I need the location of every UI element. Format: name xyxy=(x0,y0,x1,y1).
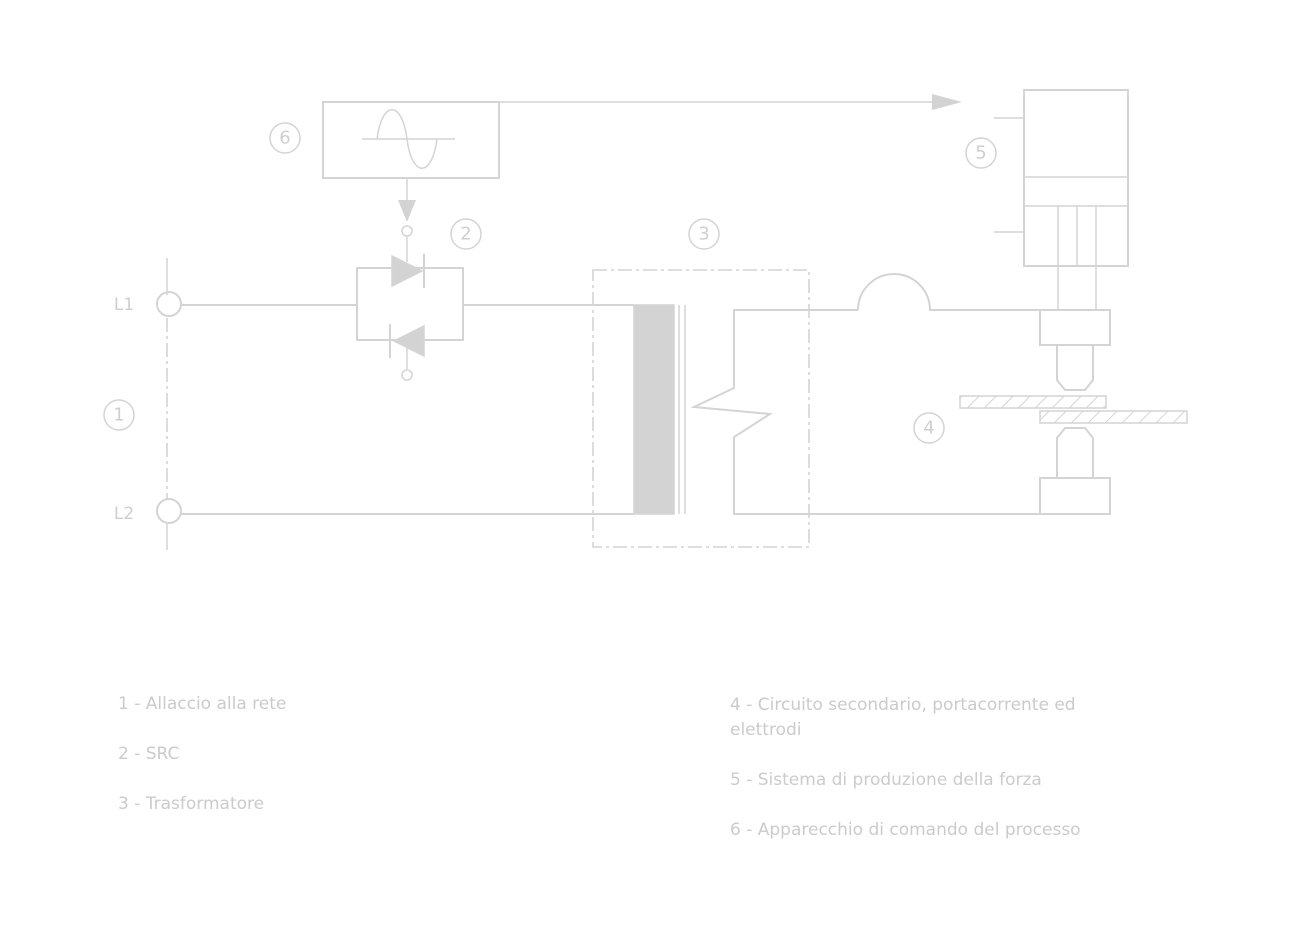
thyristor-src xyxy=(356,225,464,381)
legend-item-2: 2 - SRC xyxy=(118,744,180,764)
legend-item-3: 3 - Trasformatore xyxy=(118,794,265,814)
secondary-circuit xyxy=(857,273,1188,515)
svg-text:6: 6 xyxy=(279,128,290,149)
primary-wires xyxy=(181,304,634,515)
label-l1: L1 xyxy=(114,295,134,315)
callout-5: 5 xyxy=(965,137,997,169)
lower-electrode-holder xyxy=(1039,477,1111,515)
upper-electrode xyxy=(1056,344,1094,391)
process-controller xyxy=(322,94,962,222)
legend-right: 4 - Circuito secondario, portacorrente e… xyxy=(730,693,1130,868)
flexible-conductor xyxy=(857,273,1040,311)
svg-text:5: 5 xyxy=(975,143,986,164)
sheet-top xyxy=(959,395,1107,409)
svg-text:3: 3 xyxy=(698,224,709,245)
thyristor-reverse xyxy=(392,324,425,358)
callout-3: 3 xyxy=(688,218,720,250)
control-arrow-down xyxy=(398,200,416,222)
callout-4: 4 xyxy=(913,412,945,444)
sheet-bottom xyxy=(1039,410,1188,424)
secondary-winding xyxy=(690,309,1040,515)
terminal-l2 xyxy=(156,498,182,524)
callout-6: 6 xyxy=(269,122,301,154)
transformer xyxy=(592,269,1040,548)
callout-1: 1 xyxy=(103,399,135,431)
control-arrow-right xyxy=(932,94,962,110)
legend-left: 1 - Allaccio alla rete 2 - SRC 3 - Trasf… xyxy=(118,692,638,842)
svg-text:1: 1 xyxy=(113,405,124,426)
legend-item-1: 1 - Allaccio alla rete xyxy=(118,694,287,714)
mains-connection: L1 L2 xyxy=(114,258,182,550)
transformer-core xyxy=(633,304,675,515)
force-system xyxy=(994,89,1129,310)
svg-text:2: 2 xyxy=(460,224,471,245)
legend-item-6: 6 - Apparecchio di comando del processo xyxy=(730,820,1081,840)
legend-item-4: 4 - Circuito secondario, portacorrente e… xyxy=(730,695,1076,740)
terminal-l1 xyxy=(156,291,182,317)
callout-2: 2 xyxy=(450,218,482,250)
upper-electrode-holder xyxy=(1039,309,1111,346)
svg-text:4: 4 xyxy=(923,418,934,439)
lower-electrode xyxy=(1056,427,1094,479)
legend-item-5: 5 - Sistema di produzione della forza xyxy=(730,770,1042,790)
label-l2: L2 xyxy=(114,504,134,524)
sine-wave-icon xyxy=(376,109,438,169)
thyristor-forward xyxy=(391,254,424,288)
